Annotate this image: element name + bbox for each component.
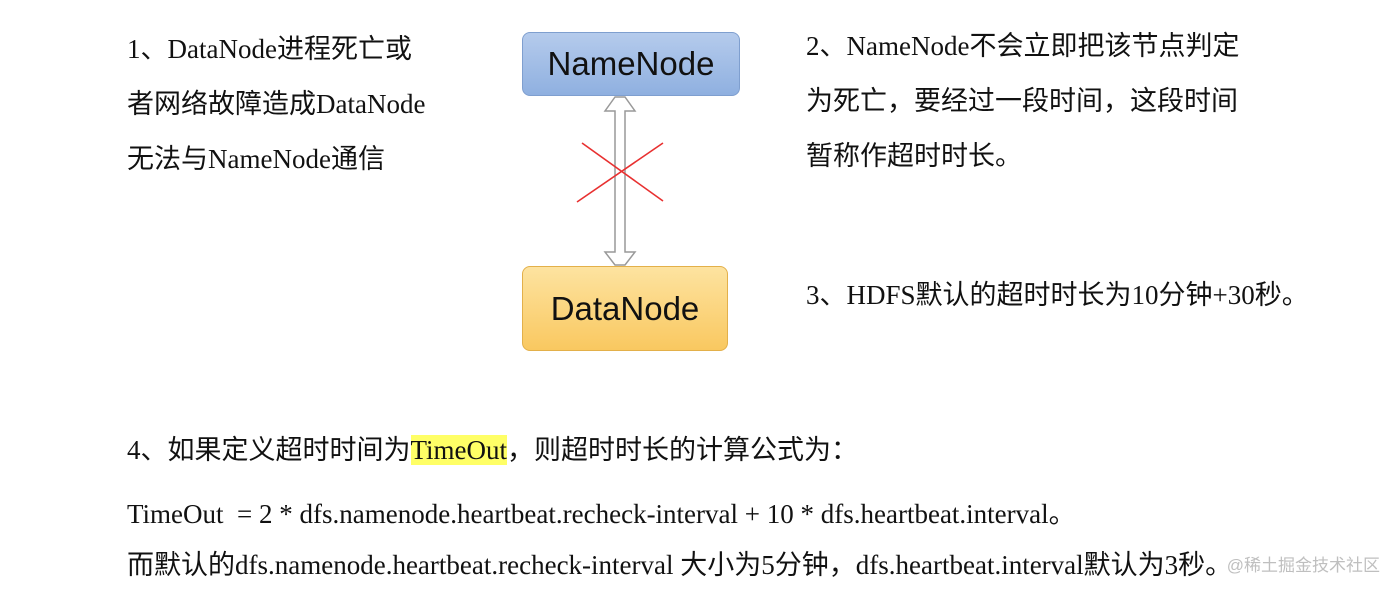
note-line: 3、HDFS默认的超时时长为10分钟+30秒。 — [806, 280, 1309, 310]
note-line: 1、DataNode进程死亡或 — [127, 34, 412, 64]
note-timeout-definition: 4、如果定义超时时间为TimeOut，则超时时长的计算公式为： — [127, 423, 858, 478]
broken-connection-connector — [576, 96, 664, 266]
note-line: 2、NameNode不会立即把该节点判定 — [806, 31, 1240, 61]
note-line: 暂称作超时时长。 — [806, 141, 1022, 171]
cross-icon-stroke-a — [581, 142, 664, 202]
note-namenode-timeout: 2、NameNode不会立即把该节点判定 为死亡，要经过一段时间，这段时间 暂称… — [806, 19, 1239, 184]
double-arrow-icon — [603, 96, 637, 266]
note-prefix: 4、如果定义超时时间为 — [127, 435, 411, 465]
cross-icon-stroke-b — [576, 142, 664, 203]
default-values-note: 而默认的dfs.namenode.heartbeat.recheck-inter… — [127, 540, 1232, 590]
note-suffix: ，则超时时长的计算公式为： — [507, 435, 859, 465]
note-line: 者网络故障造成DataNode — [127, 89, 426, 119]
namenode-box: NameNode — [522, 32, 740, 96]
note-datanode-failure: 1、DataNode进程死亡或 者网络故障造成DataNode 无法与NameN… — [127, 22, 425, 187]
timeout-formula: TimeOut = 2 * dfs.namenode.heartbeat.rec… — [127, 489, 1076, 539]
formula-text: TimeOut = 2 * dfs.namenode.heartbeat.rec… — [127, 499, 1076, 529]
note-default-timeout: 3、HDFS默认的超时时长为10分钟+30秒。 — [806, 268, 1309, 323]
note-line: 无法与NameNode通信 — [127, 144, 385, 174]
note-line: 为死亡，要经过一段时间，这段时间 — [806, 86, 1238, 116]
watermark: @稀土掘金技术社区 — [1226, 556, 1380, 575]
namenode-label: NameNode — [547, 45, 715, 82]
timeout-highlight: TimeOut — [410, 435, 508, 465]
datanode-box: DataNode — [522, 266, 728, 351]
defaults-text: 而默认的dfs.namenode.heartbeat.recheck-inter… — [127, 550, 1233, 580]
datanode-label: DataNode — [550, 289, 700, 327]
